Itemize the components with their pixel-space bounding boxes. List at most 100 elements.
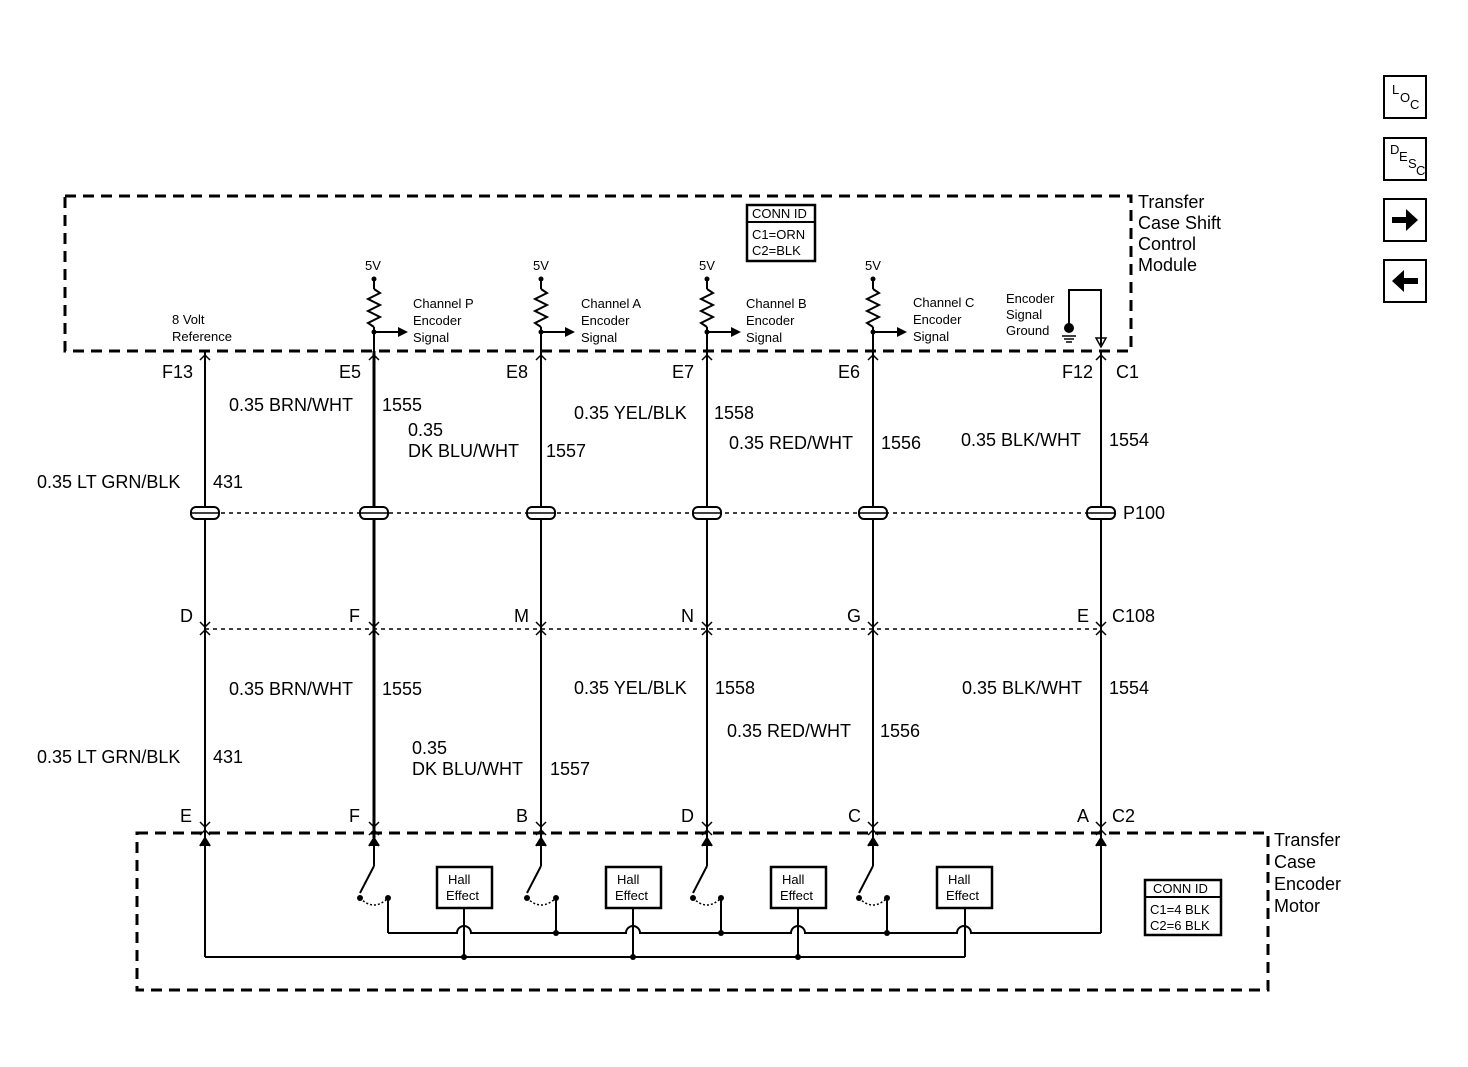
supply-5v-e7: 5V (699, 258, 715, 273)
shift-control-module-boundary (63, 194, 1133, 353)
channel-p-label-1: Channel P (413, 296, 474, 311)
loc-letter-o: O (1400, 90, 1411, 105)
pin-c108-m: M (514, 606, 529, 626)
pin-c108-e: E (1077, 606, 1089, 626)
pin-top-e5: E5 (339, 362, 361, 382)
wire-1555-color-upper: 0.35 BRN/WHT (229, 395, 353, 415)
wire-1556-circuit-upper: 1556 (881, 433, 921, 453)
ground-label-3: Ground (1006, 323, 1049, 338)
wire-1556-color-lower: 0.35 RED/WHT (727, 721, 851, 741)
pullup-e6: 5V (864, 258, 907, 351)
channel-c-label-1: Channel C (913, 295, 974, 310)
c108-terminals (199, 621, 1107, 636)
top-module-title-4: Module (1138, 255, 1197, 275)
wire-1557-color-upper: DK BLU/WHT (408, 441, 519, 461)
wire-431-circuit-lower: 431 (213, 747, 243, 767)
wire-1557-gauge-lower: 0.35 (412, 738, 447, 758)
hall-sensor-2-label-2: Effect (615, 888, 648, 903)
desc-letter-c: C (1416, 163, 1426, 178)
inline-connector-p100-label: P100 (1123, 503, 1165, 523)
channel-a-label-3: Signal (581, 330, 617, 345)
bottom-module-title-3: Encoder (1274, 874, 1341, 894)
pin-c2-c: C (848, 806, 861, 826)
channel-b-label-3: Signal (746, 330, 782, 345)
wire-1558-color-lower: 0.35 YEL/BLK (574, 678, 687, 698)
hall-sensor-4-label-1: Hall (948, 872, 971, 887)
bottom-module-title-1: Transfer (1274, 830, 1340, 850)
encoder-motor-boundary (135, 831, 1270, 992)
channel-c-label-3: Signal (913, 329, 949, 344)
conn-id-top-line2: C2=BLK (752, 243, 801, 258)
conn-id-box-top: CONN ID C1=ORN C2=BLK (745, 203, 817, 263)
hall-sensor-4: Hall Effect (935, 865, 994, 910)
conn-id-bottom-title: CONN ID (1153, 881, 1208, 896)
wire-1557-circuit-upper: 1557 (546, 441, 586, 461)
conn-id-bottom-line2: C2=6 BLK (1150, 918, 1210, 933)
channel-a-label-2: Encoder (581, 313, 630, 328)
encoder-ground (1062, 289, 1108, 349)
pin-c108-d: D (180, 606, 193, 626)
next-button[interactable] (1383, 198, 1427, 242)
hall-sensor-1-label-2: Effect (446, 888, 479, 903)
pin-top-e6: E6 (838, 362, 860, 382)
desc-button[interactable]: D E S C (1383, 137, 1427, 181)
wire-1555-color-lower: 0.35 BRN/WHT (229, 679, 353, 699)
hall-sensor-2: Hall Effect (604, 865, 663, 910)
c1-terminals (199, 353, 1107, 361)
pin-c2-d: D (681, 806, 694, 826)
hall-sensor-1: Hall Effect (435, 865, 494, 910)
wire-431-color-upper: 0.35 LT GRN/BLK (37, 472, 180, 492)
connector-c2-label: C2 (1112, 806, 1135, 826)
hall-sensor-3-label-1: Hall (782, 872, 805, 887)
wire-1556-color-upper: 0.35 RED/WHT (729, 433, 853, 453)
pullup-e5: 5V (365, 258, 408, 351)
pullup-e7: 5V (698, 258, 741, 351)
supply-5v-e6: 5V (865, 258, 881, 273)
conn-id-bottom-line1: C1=4 BLK (1150, 902, 1210, 917)
pullup-e8: 5V (532, 258, 575, 351)
pin-c2-b: B (516, 806, 528, 826)
pin-top-f12: F12 (1062, 362, 1093, 382)
arrow-left-icon (1392, 270, 1418, 292)
wire-1557-circuit-lower: 1557 (550, 759, 590, 779)
wire-431-circuit-upper: 431 (213, 472, 243, 492)
desc-letter-e: E (1399, 149, 1408, 164)
connector-c1-label: C1 (1116, 362, 1139, 382)
encoder-internal-wiring (199, 836, 1107, 958)
loc-button[interactable]: L O C (1383, 75, 1427, 119)
pin-top-e8: E8 (506, 362, 528, 382)
wire-1558-color-upper: 0.35 YEL/BLK (574, 403, 687, 423)
wire-1555-circuit-lower: 1555 (382, 679, 422, 699)
channel-a-label-1: Channel A (581, 296, 641, 311)
channel-b-label-2: Encoder (746, 313, 795, 328)
pin-c108-g: G (847, 606, 861, 626)
ref-signal-label-1: 8 Volt (172, 312, 205, 327)
channel-b-label-1: Channel B (746, 296, 807, 311)
top-module-title-1: Transfer (1138, 192, 1204, 212)
wire-1554-color-lower: 0.35 BLK/WHT (962, 678, 1082, 698)
loc-letter-l: L (1392, 82, 1400, 97)
pin-c108-f: F (349, 606, 360, 626)
desc-letter-s: S (1408, 156, 1417, 171)
wire-1557-gauge-upper: 0.35 (408, 420, 443, 440)
supply-5v-e5: 5V (365, 258, 381, 273)
supply-5v-e8: 5V (533, 258, 549, 273)
top-module-title-2: Case Shift (1138, 213, 1221, 233)
prev-button[interactable] (1383, 259, 1427, 303)
wire-1554-color-upper: 0.35 BLK/WHT (961, 430, 1081, 450)
wire-1554-circuit-lower: 1554 (1109, 678, 1149, 698)
ref-signal-label-2: Reference (172, 329, 232, 344)
wire-1558-circuit-upper: 1558 (714, 403, 754, 423)
loc-letter-c: C (1410, 97, 1420, 112)
junction-dots (357, 895, 890, 960)
channel-p-label-2: Encoder (413, 313, 462, 328)
ground-label-2: Signal (1006, 307, 1042, 322)
wire-1556-circuit-lower: 1556 (880, 721, 920, 741)
pin-top-e7: E7 (672, 362, 694, 382)
hall-sensor-4-label-2: Effect (946, 888, 979, 903)
ground-label-1: Encoder (1006, 291, 1055, 306)
conn-id-box-bottom: CONN ID C1=4 BLK C2=6 BLK (1143, 878, 1223, 937)
hall-sensor-1-label-1: Hall (448, 872, 471, 887)
bottom-module-title-2: Case (1274, 852, 1316, 872)
